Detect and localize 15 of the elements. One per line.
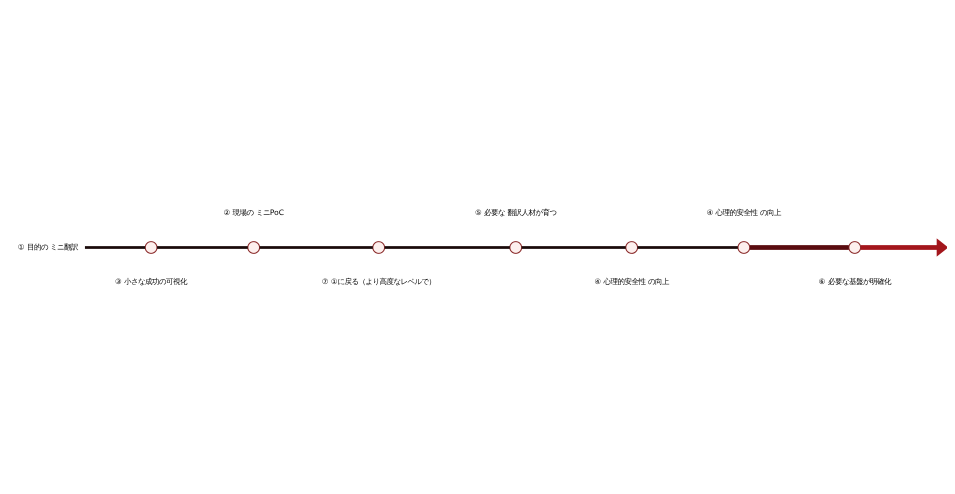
connector [84, 246, 145, 248]
arrow [860, 238, 946, 256]
connector [156, 246, 248, 248]
node-circle [246, 240, 260, 254]
node-circle [144, 240, 158, 254]
node-circle [624, 240, 638, 254]
node-circle [848, 240, 861, 254]
connector [521, 246, 626, 248]
connector [637, 246, 738, 248]
node-circle [508, 240, 522, 254]
connector [384, 246, 510, 248]
node-circle [736, 240, 750, 254]
connector [259, 246, 372, 248]
node-circle [372, 240, 385, 254]
connector [749, 244, 848, 250]
